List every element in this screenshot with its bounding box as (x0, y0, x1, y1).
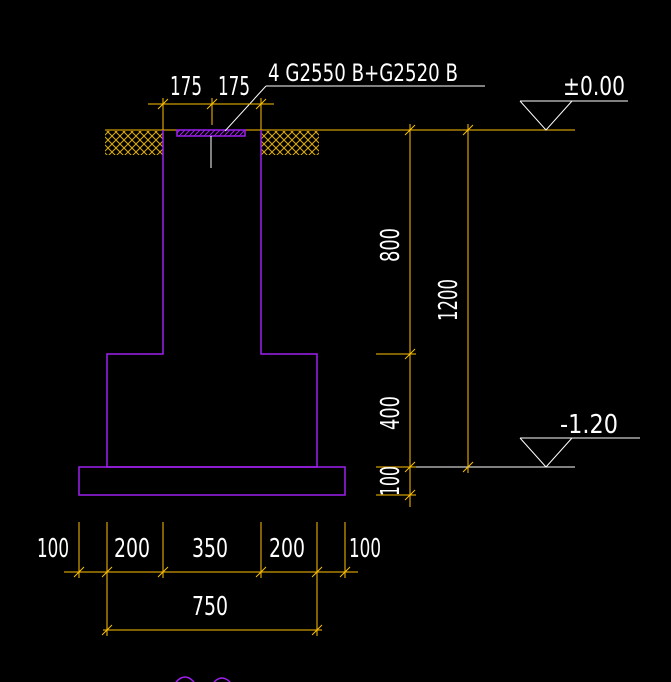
top-dim-right: 175 (218, 72, 250, 102)
top-dimension-line (148, 98, 274, 130)
rebar-label: 4 G2550 B+G2520 B (268, 59, 458, 87)
top-dim-left: 175 (170, 72, 202, 102)
level-bottom-label: -1.20 (560, 410, 618, 440)
bottom-dim-3: 350 (192, 534, 228, 564)
level-symbol-top (519, 100, 628, 131)
foundation-outline (78, 129, 346, 496)
column-cap (176, 129, 246, 137)
bottom-dim-2: 200 (114, 534, 150, 564)
dim-750: 750 (192, 592, 228, 622)
bottom-dimension-chain (64, 522, 358, 578)
dim-100-vertical: 100 (376, 466, 406, 496)
overall-width-dimension (101, 578, 323, 636)
vertical-dimension-chain (376, 124, 416, 507)
rebar-leader (210, 85, 485, 168)
cropped-partial-shapes (175, 676, 231, 682)
bottom-dim-4: 200 (269, 534, 305, 564)
soil-hatch (105, 131, 319, 155)
dim-800: 800 (376, 228, 406, 262)
vertical-dimension-total (462, 124, 474, 473)
bottom-dim-1: 100 (37, 534, 69, 564)
level-symbol-bottom (410, 437, 640, 468)
concrete-pad (78, 466, 346, 496)
bottom-dim-5: 100 (349, 534, 381, 564)
dim-400: 400 (376, 396, 406, 430)
dim-1200: 1200 (434, 279, 464, 321)
level-top-label: ±0.00 (563, 72, 625, 102)
column-and-step (106, 130, 318, 468)
